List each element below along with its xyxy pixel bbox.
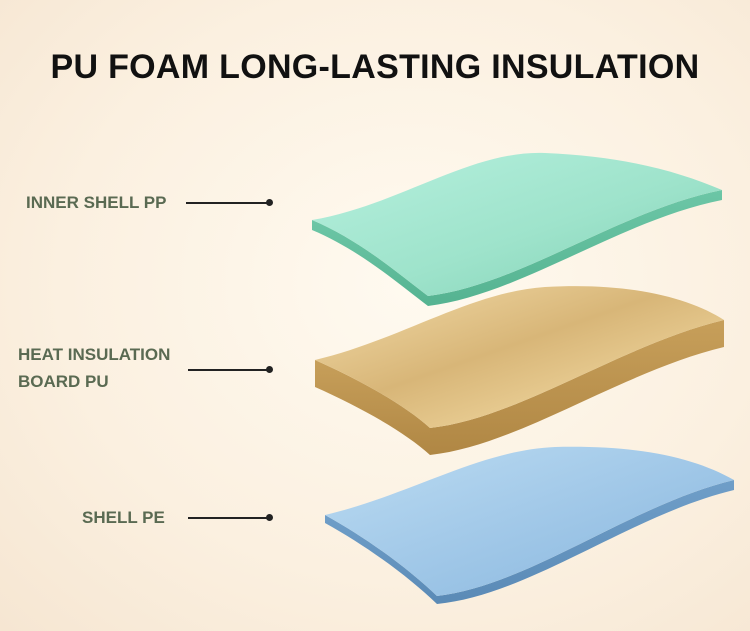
layer-heat-insulation-edge-front — [430, 320, 724, 455]
label-heat-insulation-board-pu: HEAT INSULATION BOARD PU — [18, 341, 170, 395]
layer-shell-pe — [325, 446, 734, 604]
layer-inner-shell-pp-edge-front — [428, 190, 722, 306]
leader-line-heat-insulation — [188, 369, 270, 371]
layer-shell-pe-top — [325, 446, 734, 596]
layer-heat-insulation-board-pu — [315, 286, 724, 455]
label-shell-pe: SHELL PE — [82, 504, 165, 531]
layer-heat-insulation-top — [315, 286, 724, 428]
layer-shell-pe-edge-side — [325, 515, 437, 604]
page-title: PU FOAM LONG-LASTING INSULATION — [50, 48, 700, 86]
layer-inner-shell-pp — [312, 152, 722, 306]
label-inner-shell-pp: INNER SHELL PP — [26, 189, 166, 216]
label-heat-insulation-line-1: HEAT INSULATION — [18, 345, 171, 364]
leader-line-inner-shell-pp — [186, 202, 270, 204]
layer-shell-pe-edge-front — [437, 480, 734, 604]
layer-inner-shell-pp-edge — [312, 220, 428, 306]
label-inner-shell-pp-line-1: INNER SHELL PP — [26, 193, 167, 212]
layer-heat-insulation-edge-side — [315, 360, 430, 455]
leader-line-shell-pe — [188, 517, 270, 519]
label-shell-pe-line-1: SHELL PE — [82, 508, 165, 527]
leader-dot-shell-pe — [266, 514, 273, 521]
label-heat-insulation-line-2: BOARD PU — [18, 372, 109, 391]
leader-dot-inner-shell-pp — [266, 199, 273, 206]
leader-dot-heat-insulation — [266, 366, 273, 373]
layer-inner-shell-pp-top — [312, 152, 722, 296]
